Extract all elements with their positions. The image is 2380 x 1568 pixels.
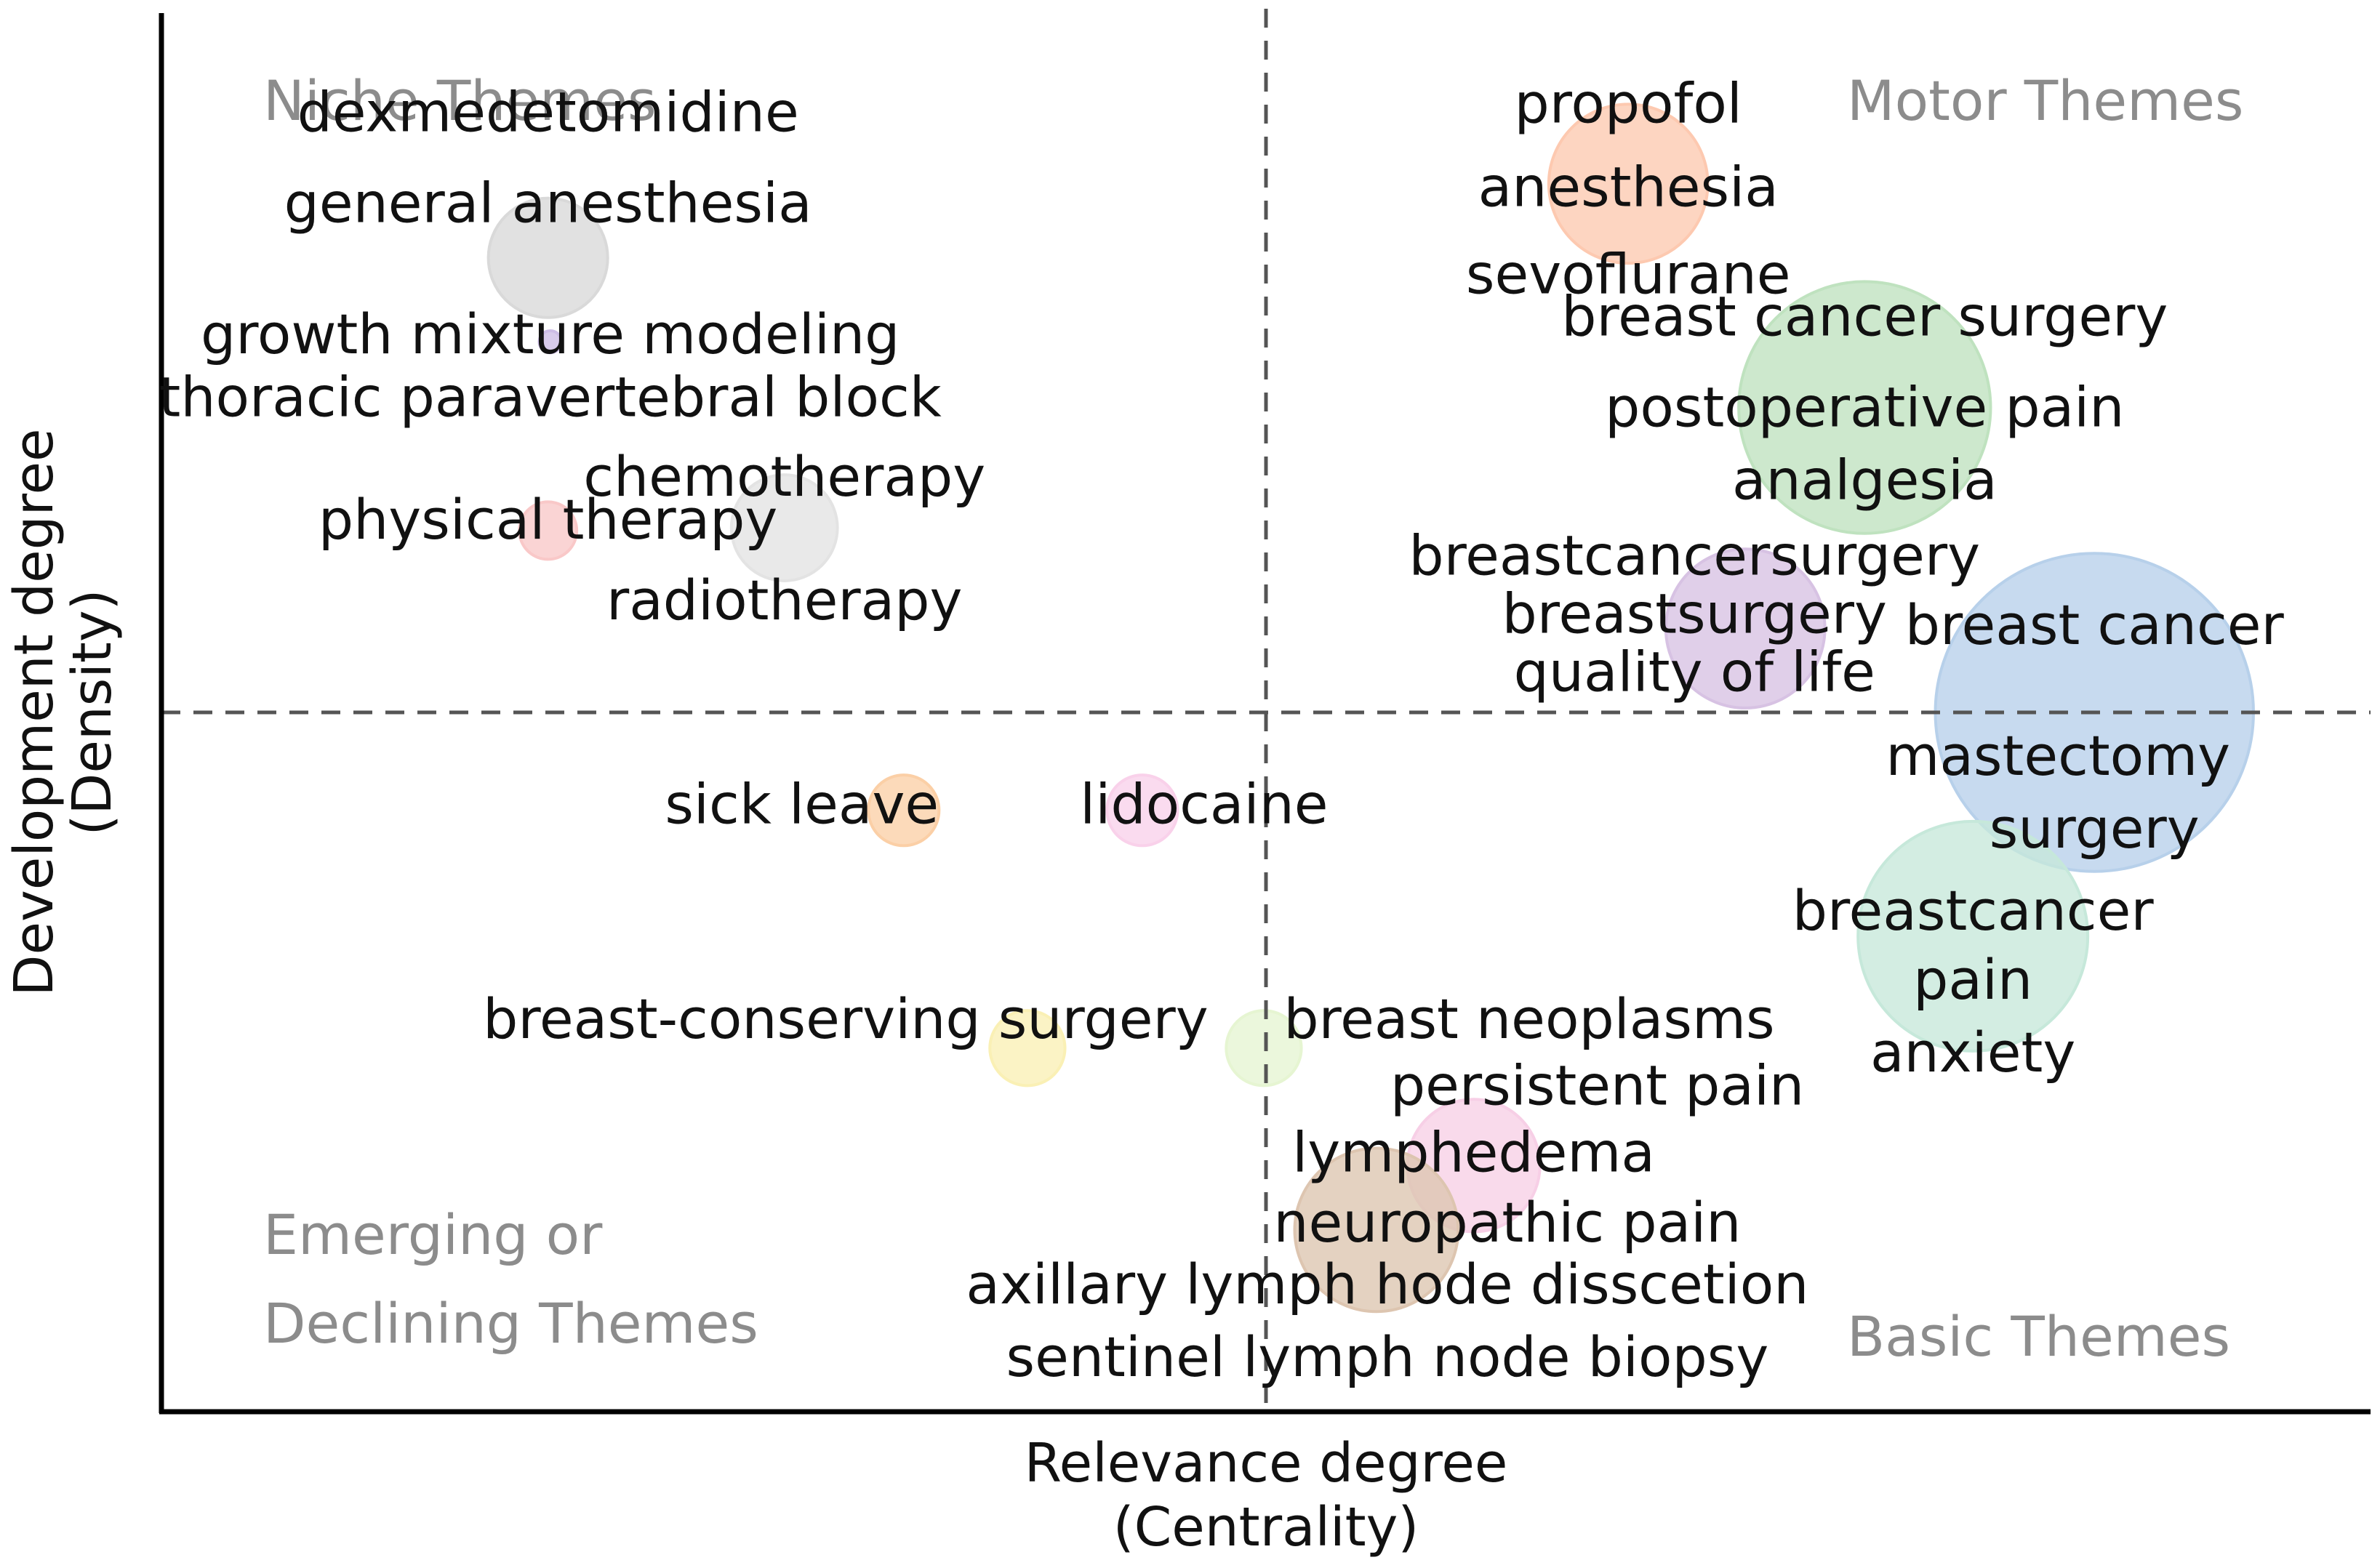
term-label: mastectomy — [1886, 723, 2230, 788]
bubble — [729, 473, 839, 582]
axes — [159, 13, 2371, 1415]
term-label: general anesthesia — [284, 171, 812, 236]
bubble — [1664, 547, 1827, 709]
x-axis-label: (Centrality) — [1113, 1496, 1419, 1559]
term-label: breastcancersurgery — [1409, 523, 1980, 588]
bubble — [867, 773, 941, 848]
bubble — [1225, 1009, 1303, 1087]
bubble — [537, 329, 563, 355]
term-label: neuropathic pain — [1273, 1190, 1741, 1255]
quadrant-label: Basic Themes — [1847, 1304, 2230, 1369]
quadrant-dividers — [161, 9, 2371, 1412]
term-label: sick leave — [665, 772, 939, 837]
axis-labels: Relevance degree(Centrality) Development … — [3, 428, 1507, 1559]
bubble — [1293, 1146, 1460, 1314]
term-label: growth mixture modeling — [201, 302, 899, 366]
term-label: anesthesia — [1478, 155, 1779, 220]
term-label: dexmedetomidine — [297, 80, 799, 145]
term-label: chemotherapy — [583, 444, 985, 509]
term-label: lidocaine — [1080, 772, 1328, 837]
quadrant-label: Declining Themes — [263, 1291, 758, 1356]
bubble — [1737, 280, 1992, 535]
term-label: radiotherapy — [606, 568, 962, 632]
quadrant-label: Niche Themes — [263, 68, 657, 133]
term-label: thoracic paravertebral block — [159, 365, 942, 430]
term-label: postoperative pain — [1605, 375, 2124, 440]
bubble — [518, 500, 579, 561]
y-axis-label: (Density) — [61, 589, 124, 835]
term-label: breast neoplasms — [1283, 986, 1774, 1051]
term-label: breast-conserving surgery — [483, 986, 1209, 1051]
term-label: persistent pain — [1390, 1053, 1804, 1117]
term-label: axillary lymph hode disscetion — [966, 1252, 1808, 1316]
bubble — [1856, 819, 2090, 1053]
term-label: propofol — [1515, 71, 1742, 136]
bubble — [988, 1009, 1067, 1087]
term-label: breastsurgery — [1502, 582, 1887, 646]
term-labels: dexmedetomidine general anesthesia growth … — [159, 71, 2285, 1389]
term-label: surgery — [1990, 796, 2200, 861]
term-label: sentinel lymph node biopsy — [1006, 1324, 1768, 1389]
term-label: lymphedema — [1292, 1119, 1655, 1184]
bubble — [1105, 773, 1179, 848]
bubble — [1547, 102, 1710, 265]
term-label: physical therapy — [318, 487, 778, 552]
quadrant-label: Emerging or — [263, 1202, 603, 1267]
term-label: breastcancer — [1792, 878, 2155, 943]
quadrant-label: Motor Themes — [1847, 68, 2244, 133]
term-label: anxiety — [1870, 1020, 2075, 1085]
term-label: sevoflurane — [1466, 242, 1791, 307]
x-axis-label: Relevance degree — [1025, 1432, 1508, 1495]
term-label: analgesia — [1732, 448, 1998, 512]
bubble — [486, 196, 609, 319]
term-label: breast cancer surgery — [1561, 284, 2168, 349]
term-label: breast cancer — [1905, 592, 2285, 657]
y-axis-label: Development degree — [3, 428, 65, 996]
term-label: quality of life — [1514, 640, 1875, 704]
term-label: pain — [1913, 947, 2032, 1012]
